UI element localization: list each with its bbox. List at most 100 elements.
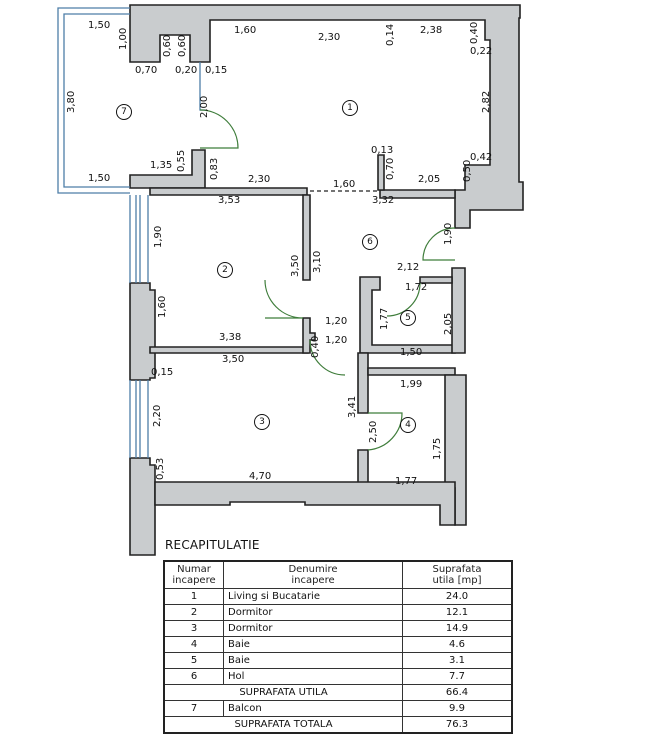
wall-left-pier-1 <box>129 282 156 381</box>
dim-hall-1-20-b: 1,20 <box>325 335 348 346</box>
cell-num: 6 <box>163 668 224 685</box>
cell-num: 2 <box>163 604 224 621</box>
header-text: incapere <box>172 575 216 586</box>
wall-partition-0-13 <box>377 154 385 191</box>
header-text: incapere <box>291 575 335 586</box>
header-room-number: Numar incapere <box>163 560 224 589</box>
dim-1-35: 1,35 <box>150 160 173 171</box>
dim-living-right-0-22: 0,22 <box>470 46 493 57</box>
dim-0-20: 0,20 <box>175 65 198 76</box>
recap-title: RECAPITULATIE <box>165 538 260 552</box>
dim-bed3-bottom: 4,70 <box>249 471 272 482</box>
dim-bed3-2-20: 2,20 <box>152 404 163 427</box>
dim-living-right-2-82: 2,82 <box>481 90 492 113</box>
wall-bath5 <box>359 276 456 354</box>
total-label: SUPRAFATA TOTALA <box>163 716 403 734</box>
wall-hall-right <box>379 189 456 199</box>
room-number-7: 7 <box>116 104 132 120</box>
dim-bed2-top: 3,53 <box>218 195 241 206</box>
dim-bed2-left-1-90: 1,90 <box>153 225 164 248</box>
cell-area: 9.9 <box>402 700 513 717</box>
dim-niche-0-60-b: 0,60 <box>177 34 188 57</box>
table-row: 1 Living si Bucatarie 24.0 <box>163 588 513 605</box>
cell-num: 1 <box>163 588 224 605</box>
dim-balcony-left: 3,80 <box>66 90 77 113</box>
header-text: Denumire <box>288 564 338 575</box>
room-number-6: 6 <box>362 234 378 250</box>
subtotal-label: SUPRAFATA UTILA <box>163 684 403 701</box>
cell-name: Balcon <box>223 700 403 717</box>
dim-living-bottom-0-13: 0,13 <box>371 145 394 156</box>
dim-bed2-right-3-50: 3,50 <box>290 254 301 277</box>
table-row: 6 Hol 7.7 <box>163 668 513 685</box>
header-text: Numar <box>177 564 211 575</box>
dim-hall-2-12: 2,12 <box>397 262 420 273</box>
cell-name: Baie <box>223 652 403 669</box>
room-number-3: 3 <box>254 414 270 430</box>
wall-top <box>129 4 524 229</box>
subtotal-area: 66.4 <box>402 684 513 701</box>
cell-area: 14.9 <box>402 620 513 637</box>
dim-hall-1-20-a: 1,20 <box>325 316 348 327</box>
subtotal-row: SUPRAFATA UTILA 66.4 <box>163 684 513 701</box>
header-area: Suprafata utila [mp] <box>402 560 513 589</box>
dim-living-right-0-40: 0,40 <box>469 21 480 44</box>
wall-bed2-right <box>302 194 311 281</box>
recap-table: Numar incapere Denumire incapere Suprafa… <box>163 560 513 734</box>
dim-living-bottom-0-70: 0,70 <box>385 157 396 180</box>
table-row: 3 Dormitor 14.9 <box>163 620 513 637</box>
dim-bed2-bottom: 3,38 <box>219 332 242 343</box>
wall-bed2-right-lower <box>302 317 316 354</box>
dim-living-right-0-50: 0,50 <box>462 159 473 182</box>
wall-bath5-right <box>451 267 466 354</box>
dim-living-top-2-38: 2,38 <box>420 25 443 36</box>
wall-living-bottom <box>149 187 308 196</box>
dim-living-top-1-60: 1,60 <box>234 25 257 36</box>
dim-bath5-2-05: 2,05 <box>443 312 454 335</box>
cell-name: Dormitor <box>223 620 403 637</box>
cell-name: Living si Bucatarie <box>223 588 403 605</box>
dim-living-bottom-2-05: 2,05 <box>418 174 441 185</box>
dim-balcony-wall-1-00: 1,00 <box>118 27 129 50</box>
table-row: 7 Balcon 9.9 <box>163 700 513 717</box>
dim-living-bottom-1-60: 1,60 <box>333 179 356 190</box>
dim-0-15-top: 0,15 <box>205 65 228 76</box>
room-number-5: 5 <box>400 310 416 326</box>
dim-balcony-bottom: 1,50 <box>88 173 111 184</box>
header-room-name: Denumire incapere <box>223 560 403 589</box>
dim-bath5-1-77: 1,77 <box>379 307 390 330</box>
cell-num: 4 <box>163 636 224 653</box>
dim-bath5-1-72: 1,72 <box>405 282 428 293</box>
cell-name: Baie <box>223 636 403 653</box>
cell-num: 7 <box>163 700 224 717</box>
wall-balcony-lower <box>129 149 206 189</box>
dim-bath4-1-75: 1,75 <box>432 437 443 460</box>
dim-niche-0-60-a: 0,60 <box>162 34 173 57</box>
wall-bed2-bed3 <box>149 346 309 354</box>
total-row: SUPRAFATA TOTALA 76.3 <box>163 716 513 734</box>
dim-hall-0-40: 0,40 <box>310 335 321 358</box>
cell-num: 3 <box>163 620 224 637</box>
dim-living-top-0-14: 0,14 <box>385 23 396 46</box>
dim-living-right-0-42: 0,42 <box>470 152 493 163</box>
dim-0-70: 0,70 <box>135 65 158 76</box>
total-area: 76.3 <box>402 716 513 734</box>
cell-name: Dormitor <box>223 604 403 621</box>
dim-bed3-top: 3,50 <box>222 354 245 365</box>
dim-0-55: 0,55 <box>176 149 187 172</box>
dim-bed3-0-53: 0,53 <box>155 457 166 480</box>
header-text: utila [mp] <box>432 575 482 586</box>
cell-area: 3.1 <box>402 652 513 669</box>
dim-living-top-2-30: 2,30 <box>318 32 341 43</box>
room-number-2: 2 <box>217 262 233 278</box>
cell-area: 7.7 <box>402 668 513 685</box>
dim-bed2-left-1-60: 1,60 <box>157 295 168 318</box>
cell-area: 24.0 <box>402 588 513 605</box>
dim-bath4-2-50: 2,50 <box>368 420 379 443</box>
wall-left-pier-2 <box>129 457 156 556</box>
dim-living-bottom-2-30: 2,30 <box>248 174 271 185</box>
dim-0-83: 0,83 <box>209 157 220 180</box>
dim-balcony-top: 1,50 <box>88 20 111 31</box>
table-row: 5 Baie 3.1 <box>163 652 513 669</box>
